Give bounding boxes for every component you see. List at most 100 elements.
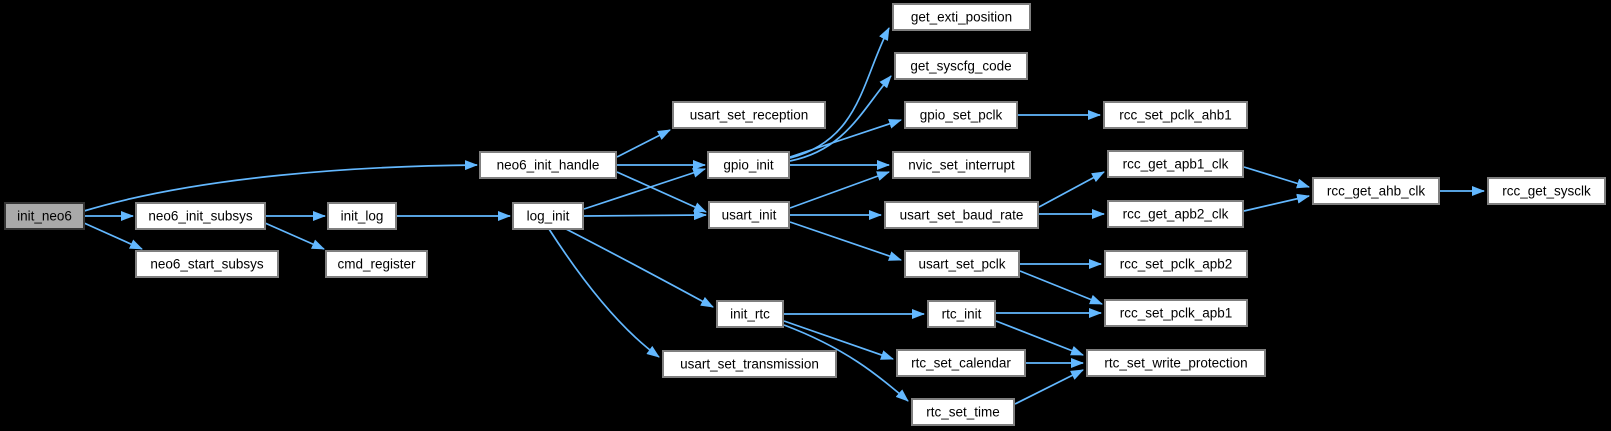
node-box	[1103, 101, 1248, 129]
node-box	[672, 101, 826, 129]
edge-log_init-to-gpio_init	[583, 168, 706, 210]
node-log_init[interactable]: log_init	[512, 202, 584, 230]
node-rtc_set_write_protection[interactable]: rtc_set_write_protection	[1086, 349, 1266, 377]
edge-init_rtc-to-rtc_set_calendar	[783, 320, 894, 360]
node-box	[904, 101, 1018, 129]
node-box	[327, 202, 397, 230]
node-label: init_neo6	[17, 209, 72, 224]
node-label: rcc_get_apb2_clk	[1123, 207, 1229, 222]
node-label: log_init	[527, 209, 570, 224]
node-box	[1086, 349, 1266, 377]
node-label: usart_set_pclk	[918, 257, 1005, 272]
edge-gpio_init-to-gpio_set_pclk	[789, 119, 902, 158]
node-box	[904, 250, 1020, 278]
node-box	[4, 202, 85, 230]
node-box	[1104, 250, 1248, 278]
node-init_log[interactable]: init_log	[327, 202, 397, 230]
edge-neo6_init_subsys-to-cmd_register	[264, 222, 325, 250]
node-nvic_set_interrupt[interactable]: nvic_set_interrupt	[892, 151, 1031, 179]
edge-gpio_init-to-get_syscfg_code	[789, 75, 892, 162]
node-usart_set_transmission[interactable]: usart_set_transmission	[662, 350, 837, 378]
node-box	[707, 151, 790, 179]
node-neo6_init_handle[interactable]: neo6_init_handle	[479, 151, 617, 179]
edge-log_init-to-usart_set_transmission	[548, 228, 660, 358]
edge-usart_set_pclk-to-rcc_set_pclk_apb1	[1019, 270, 1103, 305]
node-label: nvic_set_interrupt	[908, 158, 1015, 173]
node-label: rtc_set_write_protection	[1104, 356, 1247, 371]
node-rtc_set_time[interactable]: rtc_set_time	[911, 398, 1015, 426]
node-rtc_init[interactable]: rtc_init	[927, 300, 996, 328]
edge-usart_set_baud_rate-to-rcc_get_apb1_clk	[1038, 171, 1105, 208]
node-box	[325, 250, 428, 278]
node-cmd_register[interactable]: cmd_register	[325, 250, 428, 278]
node-rcc_get_apb2_clk[interactable]: rcc_get_apb2_clk	[1107, 200, 1244, 228]
node-label: gpio_set_pclk	[920, 108, 1003, 123]
node-rcc_get_sysclk[interactable]: rcc_get_sysclk	[1487, 177, 1606, 205]
node-label: init_rtc	[730, 307, 770, 322]
node-label: neo6_start_subsys	[150, 257, 264, 272]
edge-init_neo6-to-neo6_init_handle	[83, 160, 478, 212]
node-usart_init[interactable]: usart_init	[708, 201, 790, 229]
node-box	[894, 52, 1028, 80]
node-label: usart_set_baud_rate	[900, 208, 1024, 223]
node-label: neo6_init_subsys	[148, 209, 253, 224]
node-label: neo6_init_handle	[497, 158, 600, 173]
node-label: rcc_set_pclk_ahb1	[1119, 108, 1232, 123]
node-box	[135, 250, 279, 278]
edge-rtc_init-to-rtc_set_write_protection	[995, 320, 1084, 356]
node-box	[135, 202, 266, 230]
edge-rcc_get_apb2_clk-to-rcc_get_ahb_clk	[1243, 193, 1310, 212]
node-box	[708, 201, 790, 229]
node-box	[911, 398, 1015, 426]
node-rcc_set_pclk_apb2[interactable]: rcc_set_pclk_apb2	[1104, 250, 1248, 278]
node-box	[927, 300, 996, 328]
node-label: usart_init	[722, 208, 777, 223]
node-box	[662, 350, 837, 378]
node-usart_set_baud_rate[interactable]: usart_set_baud_rate	[884, 201, 1039, 229]
node-get_exti_position[interactable]: get_exti_position	[892, 3, 1031, 31]
edge-log_init-to-init_rtc	[565, 228, 714, 308]
edge-neo6_init_handle-to-usart_init	[616, 171, 707, 213]
node-rtc_set_calendar[interactable]: rtc_set_calendar	[896, 349, 1026, 377]
edge-init_neo6-to-neo6_start_subsys	[83, 222, 143, 250]
node-box	[1104, 299, 1248, 327]
node-label: gpio_init	[723, 158, 774, 173]
node-get_syscfg_code[interactable]: get_syscfg_code	[894, 52, 1028, 80]
node-gpio_set_pclk[interactable]: gpio_set_pclk	[904, 101, 1018, 129]
node-label: get_exti_position	[911, 10, 1012, 25]
edge-usart_init-to-usart_set_pclk	[789, 221, 902, 261]
node-label: rtc_set_time	[926, 405, 1000, 420]
node-box	[716, 300, 784, 328]
edge-init_rtc-to-rtc_set_time	[783, 324, 909, 402]
node-box	[512, 202, 584, 230]
node-box	[1107, 150, 1244, 178]
node-label: init_log	[341, 209, 384, 224]
node-box	[1487, 177, 1606, 205]
node-box	[1312, 177, 1440, 205]
node-neo6_init_subsys[interactable]: neo6_init_subsys	[135, 202, 266, 230]
edge-rcc_get_apb1_clk-to-rcc_get_ahb_clk	[1243, 166, 1310, 189]
node-box	[896, 349, 1026, 377]
node-label: rcc_get_ahb_clk	[1327, 184, 1426, 199]
node-usart_set_pclk[interactable]: usart_set_pclk	[904, 250, 1020, 278]
node-box	[884, 201, 1039, 229]
node-usart_set_reception[interactable]: usart_set_reception	[672, 101, 826, 129]
node-box	[1107, 200, 1244, 228]
node-gpio_init[interactable]: gpio_init	[707, 151, 790, 179]
node-label: usart_set_reception	[690, 108, 809, 123]
edge-gpio_init-to-get_exti_position	[789, 27, 890, 159]
node-rcc_set_pclk_ahb1[interactable]: rcc_set_pclk_ahb1	[1103, 101, 1248, 129]
node-label: cmd_register	[337, 257, 416, 272]
node-label: rcc_set_pclk_apb2	[1120, 257, 1233, 272]
node-label: get_syscfg_code	[910, 59, 1011, 74]
node-rcc_get_apb1_clk[interactable]: rcc_get_apb1_clk	[1107, 150, 1244, 178]
node-rcc_get_ahb_clk[interactable]: rcc_get_ahb_clk	[1312, 177, 1440, 205]
node-label: rcc_get_sysclk	[1502, 184, 1591, 199]
node-init_neo6[interactable]: init_neo6	[4, 202, 85, 230]
node-rcc_set_pclk_apb1[interactable]: rcc_set_pclk_apb1	[1104, 299, 1248, 327]
node-neo6_start_subsys[interactable]: neo6_start_subsys	[135, 250, 279, 278]
node-label: rtc_set_calendar	[911, 356, 1011, 371]
node-init_rtc[interactable]: init_rtc	[716, 300, 784, 328]
